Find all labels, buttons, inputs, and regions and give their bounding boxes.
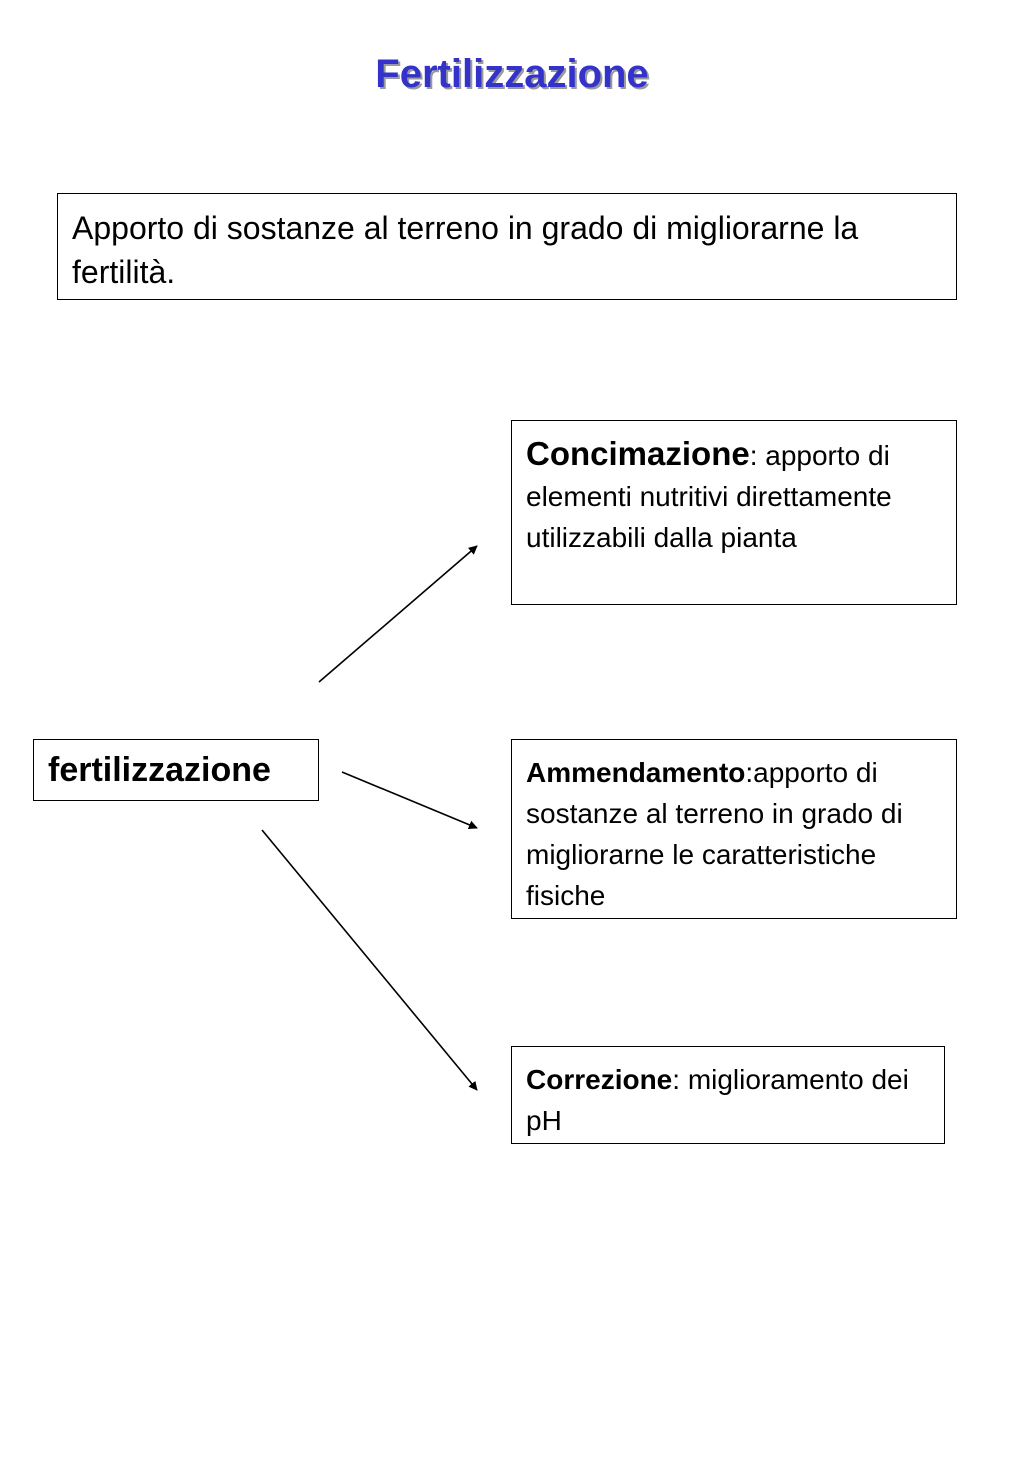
arrow-to-correzione [261,829,478,1091]
branch-description: miglioramento dei pH [526,1064,909,1136]
branch-separator: : [749,440,766,471]
root-node: fertilizzazione [33,739,319,801]
branch-description: apporto di sostanze al terreno in grado … [526,757,903,911]
branch-separator: : [745,757,754,788]
definition-text: Apporto di sostanze al terreno in grado … [72,210,859,290]
branch-separator: : [672,1064,688,1095]
branch-concimazione: Concimazione: apporto di elementi nutrit… [511,420,957,605]
branch-ammendamento: Ammendamento:apporto di sostanze al terr… [511,739,957,919]
branch-term: Concimazione [526,435,750,472]
branch-correzione: Correzione: miglioramento dei pH [511,1046,945,1144]
arrow-to-ammendamento [341,771,478,830]
branch-term: Correzione [526,1064,673,1095]
branch-term: Ammendamento [526,757,746,788]
root-label: fertilizzazione [48,751,271,789]
arrow-to-concimazione [318,545,478,683]
page-title: Fertilizzazione [375,52,649,96]
branch-description: apporto di elementi nutritivi direttamen… [526,440,892,553]
definition-box: Apporto di sostanze al terreno in grado … [57,193,957,300]
